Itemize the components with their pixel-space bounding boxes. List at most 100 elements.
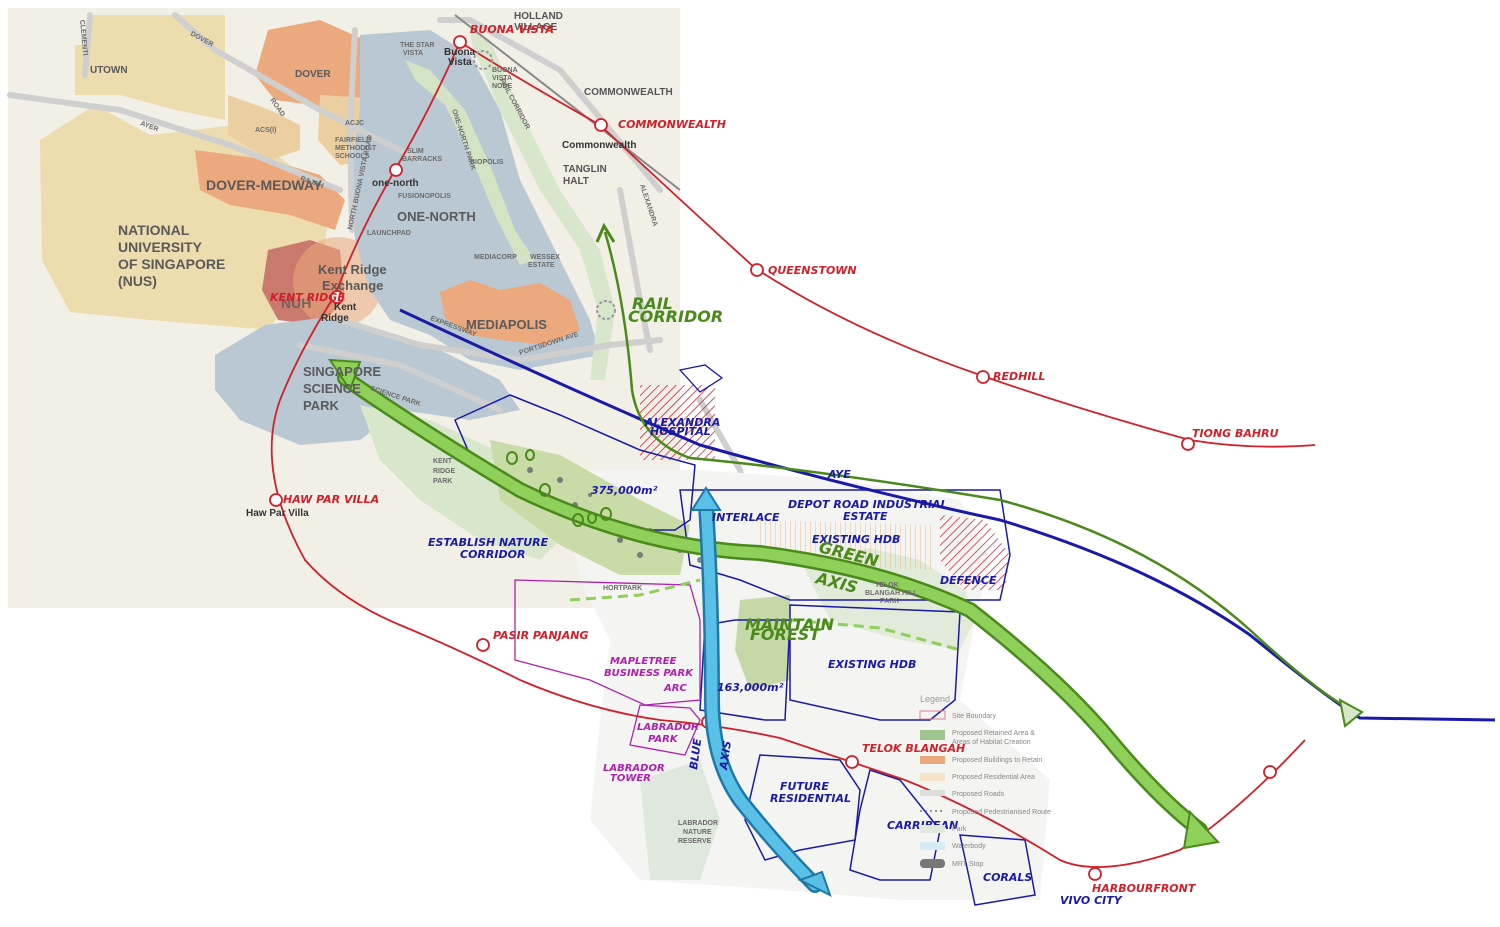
hw-blue-axis-word: AXIS: [717, 740, 734, 772]
label-commonwealth-area: COMMONWEALTH: [584, 87, 673, 98]
handwritten-station-labels: BUONA VISTA COMMONWEALTH QUEENSTOWN REDH…: [270, 23, 1279, 907]
green-axis-arrow-start: [328, 358, 362, 393]
hw-rail-2: CORRIDOR: [628, 307, 723, 326]
base-map-north: [7, 8, 923, 763]
nature-circles: [506, 449, 612, 527]
label-tanglin-1: TANGLIN: [563, 164, 607, 175]
legend-title: Legend: [920, 694, 950, 704]
rail-corridor-line: [603, 231, 1356, 714]
label-lnr-1: LABRADOR: [678, 820, 718, 827]
station-future: [1263, 765, 1277, 779]
legend: Legend Site Boundary Proposed Retained A…: [919, 694, 1051, 868]
hw-existing-hdb-2: EXISTING HDB: [828, 658, 916, 671]
station-tiong-bahru: [1181, 437, 1195, 451]
label-ssp-1: SINGAPORE: [303, 364, 381, 379]
printed-buona-vista-2: Vista: [448, 57, 472, 68]
label-wessex-2: ESTATE: [528, 262, 555, 269]
label-bv-node-2: VISTA: [492, 75, 512, 82]
label-acs: ACS(I): [255, 127, 276, 134]
mediapolis-area: [440, 280, 580, 345]
hw-redhill: REDHILL: [993, 370, 1045, 383]
dover-medway-area: [195, 150, 345, 230]
handwritten-purple-annotations: MAPLETREE BUSINESS PARK ARC LABRADOR PAR…: [603, 656, 699, 784]
label-kent-ridge-exchange-1: Kent Ridge: [318, 262, 387, 277]
pedestrianised-route: [569, 578, 961, 652]
station-buona-vista: [453, 35, 467, 49]
label-mediapolis: MEDIAPOLIS: [466, 317, 547, 332]
legend-item-6: Proposed Roads: [952, 791, 1005, 798]
label-mediacorp: MEDIACORP: [474, 254, 517, 261]
hw-establish-1: ESTABLISH NATURE: [428, 536, 549, 549]
printed-haw-par-villa: Haw Par Villa: [246, 508, 309, 519]
science-park-area: [215, 318, 520, 445]
station-kent-ridge: [330, 290, 344, 304]
hw-interlace: INTERLACE: [712, 511, 780, 524]
legend-item-2: Proposed Retained Area &: [952, 730, 1035, 737]
label-star-vista-1: THE STAR: [400, 42, 434, 49]
station-queenstown: [750, 263, 764, 277]
label-ssp-3: PARK: [303, 398, 339, 413]
hw-depot-2: ESTATE: [843, 510, 888, 523]
one-north-park: [405, 60, 535, 265]
hw-existing-hdb-1: EXISTING HDB: [812, 533, 900, 546]
hw-defence: DEFENCE: [940, 574, 997, 587]
purple-boundaries: [514, 579, 701, 756]
rail-corridor-end-arrow: [1338, 698, 1364, 728]
rail-corridor-strip: [470, 30, 615, 380]
hw-area-375: 375,000m²: [591, 484, 658, 497]
legend-item-1: Site Boundary: [952, 713, 996, 720]
legend-item-10: MRT Stop: [952, 861, 983, 868]
label-fairfield-1: FAIRFIELD: [335, 137, 371, 144]
label-tbh-2: BLANGAH HILL: [865, 590, 918, 597]
label-star-vista-2: VISTA: [403, 50, 423, 57]
legend-swatch-roads: [920, 790, 945, 796]
label-clementi: CLEMENTI: [78, 20, 88, 56]
label-slim-2: BARRACKS: [402, 156, 442, 163]
label-bv-node-1: BUONA: [492, 67, 518, 74]
label-nus-4: (NUS): [118, 273, 157, 289]
station-haw-par-villa: [269, 493, 283, 507]
hw-harbourfront: HARBOURFRONT: [1092, 882, 1197, 895]
label-kent-ridge-exchange-2: Exchange: [322, 278, 383, 293]
label-slim-1: SLIM: [407, 148, 424, 155]
hw-alexandra-1: ALEXANDRA: [644, 416, 720, 429]
hw-maintain-1: MAINTAIN: [745, 615, 835, 634]
label-nuh: NUH: [281, 295, 311, 311]
blue-axis-arrow-start: [690, 486, 722, 511]
hw-maintain-2: FOREST: [750, 625, 821, 644]
label-nus-3: OF SINGAPORE: [118, 256, 225, 272]
label-tanglin-2: HALT: [563, 176, 589, 187]
labrador-nature-reserve: [640, 760, 720, 880]
hw-depot-1: DEPOT ROAD INDUSTRIAL: [788, 498, 948, 511]
hw-aye: AYE: [827, 468, 851, 481]
hw-labrador-tower-1: LABRADOR: [603, 763, 665, 774]
blue-axis-arrow-end: [797, 870, 832, 897]
blue-axis: [700, 499, 821, 891]
hw-establish-2: CORRIDOR: [460, 548, 525, 561]
label-utown: UTOWN: [90, 65, 128, 76]
hw-future-2: RESIDENTIAL: [770, 792, 851, 805]
hw-commonwealth: COMMONWEALTH: [618, 118, 726, 131]
label-tbh-3: PARK: [880, 598, 899, 605]
hw-telok-blangah: TELOK BLANGAH: [862, 742, 965, 755]
label-kent-ridge-park-1: KENT: [433, 458, 453, 465]
printed-station-labels: Buona Vista Commonwealth one-north Kent …: [246, 47, 636, 519]
label-biopolis: BIOPOLIS: [470, 159, 504, 166]
hw-arc: ARC: [663, 683, 687, 694]
hw-corals: CORALS: [983, 871, 1032, 884]
printed-kent-ridge-1: Kent: [334, 302, 357, 313]
label-acjc: ACJC: [345, 120, 364, 127]
label-holland-1: HOLLAND: [514, 11, 563, 22]
printed-one-north: one-north: [372, 178, 419, 189]
legend-item-4: Proposed Buildings to Retain: [952, 757, 1042, 764]
label-fusionopolis: FUSIONOPOLIS: [398, 193, 451, 200]
hw-future-1: FUTURE: [780, 780, 829, 793]
legend-item-5: Proposed Residential Area: [952, 774, 1035, 781]
label-wessex-1: WESSEX: [530, 254, 560, 261]
hw-vivo-city: VIVO CITY: [1060, 894, 1123, 907]
hw-labrador-park-1: LABRADOR: [637, 722, 699, 733]
label-dover: DOVER: [295, 69, 331, 80]
label-lnr-3: RESERVE: [678, 838, 712, 845]
green-axis: [339, 372, 1206, 836]
